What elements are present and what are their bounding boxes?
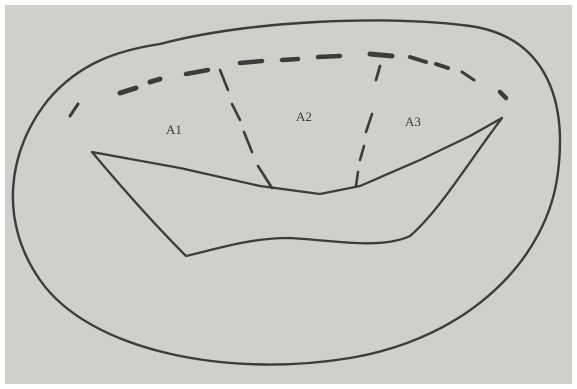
dashed-arc — [70, 54, 506, 116]
divider-a2-a3 — [356, 66, 380, 186]
region-label-a1: A1 — [166, 122, 182, 137]
inner-shape-outline — [92, 118, 502, 256]
region-label-a3: A3 — [405, 114, 421, 129]
divider-a1-a2 — [220, 70, 272, 188]
outer-oval-outline — [13, 20, 560, 364]
region-label-a2: A2 — [296, 109, 312, 124]
